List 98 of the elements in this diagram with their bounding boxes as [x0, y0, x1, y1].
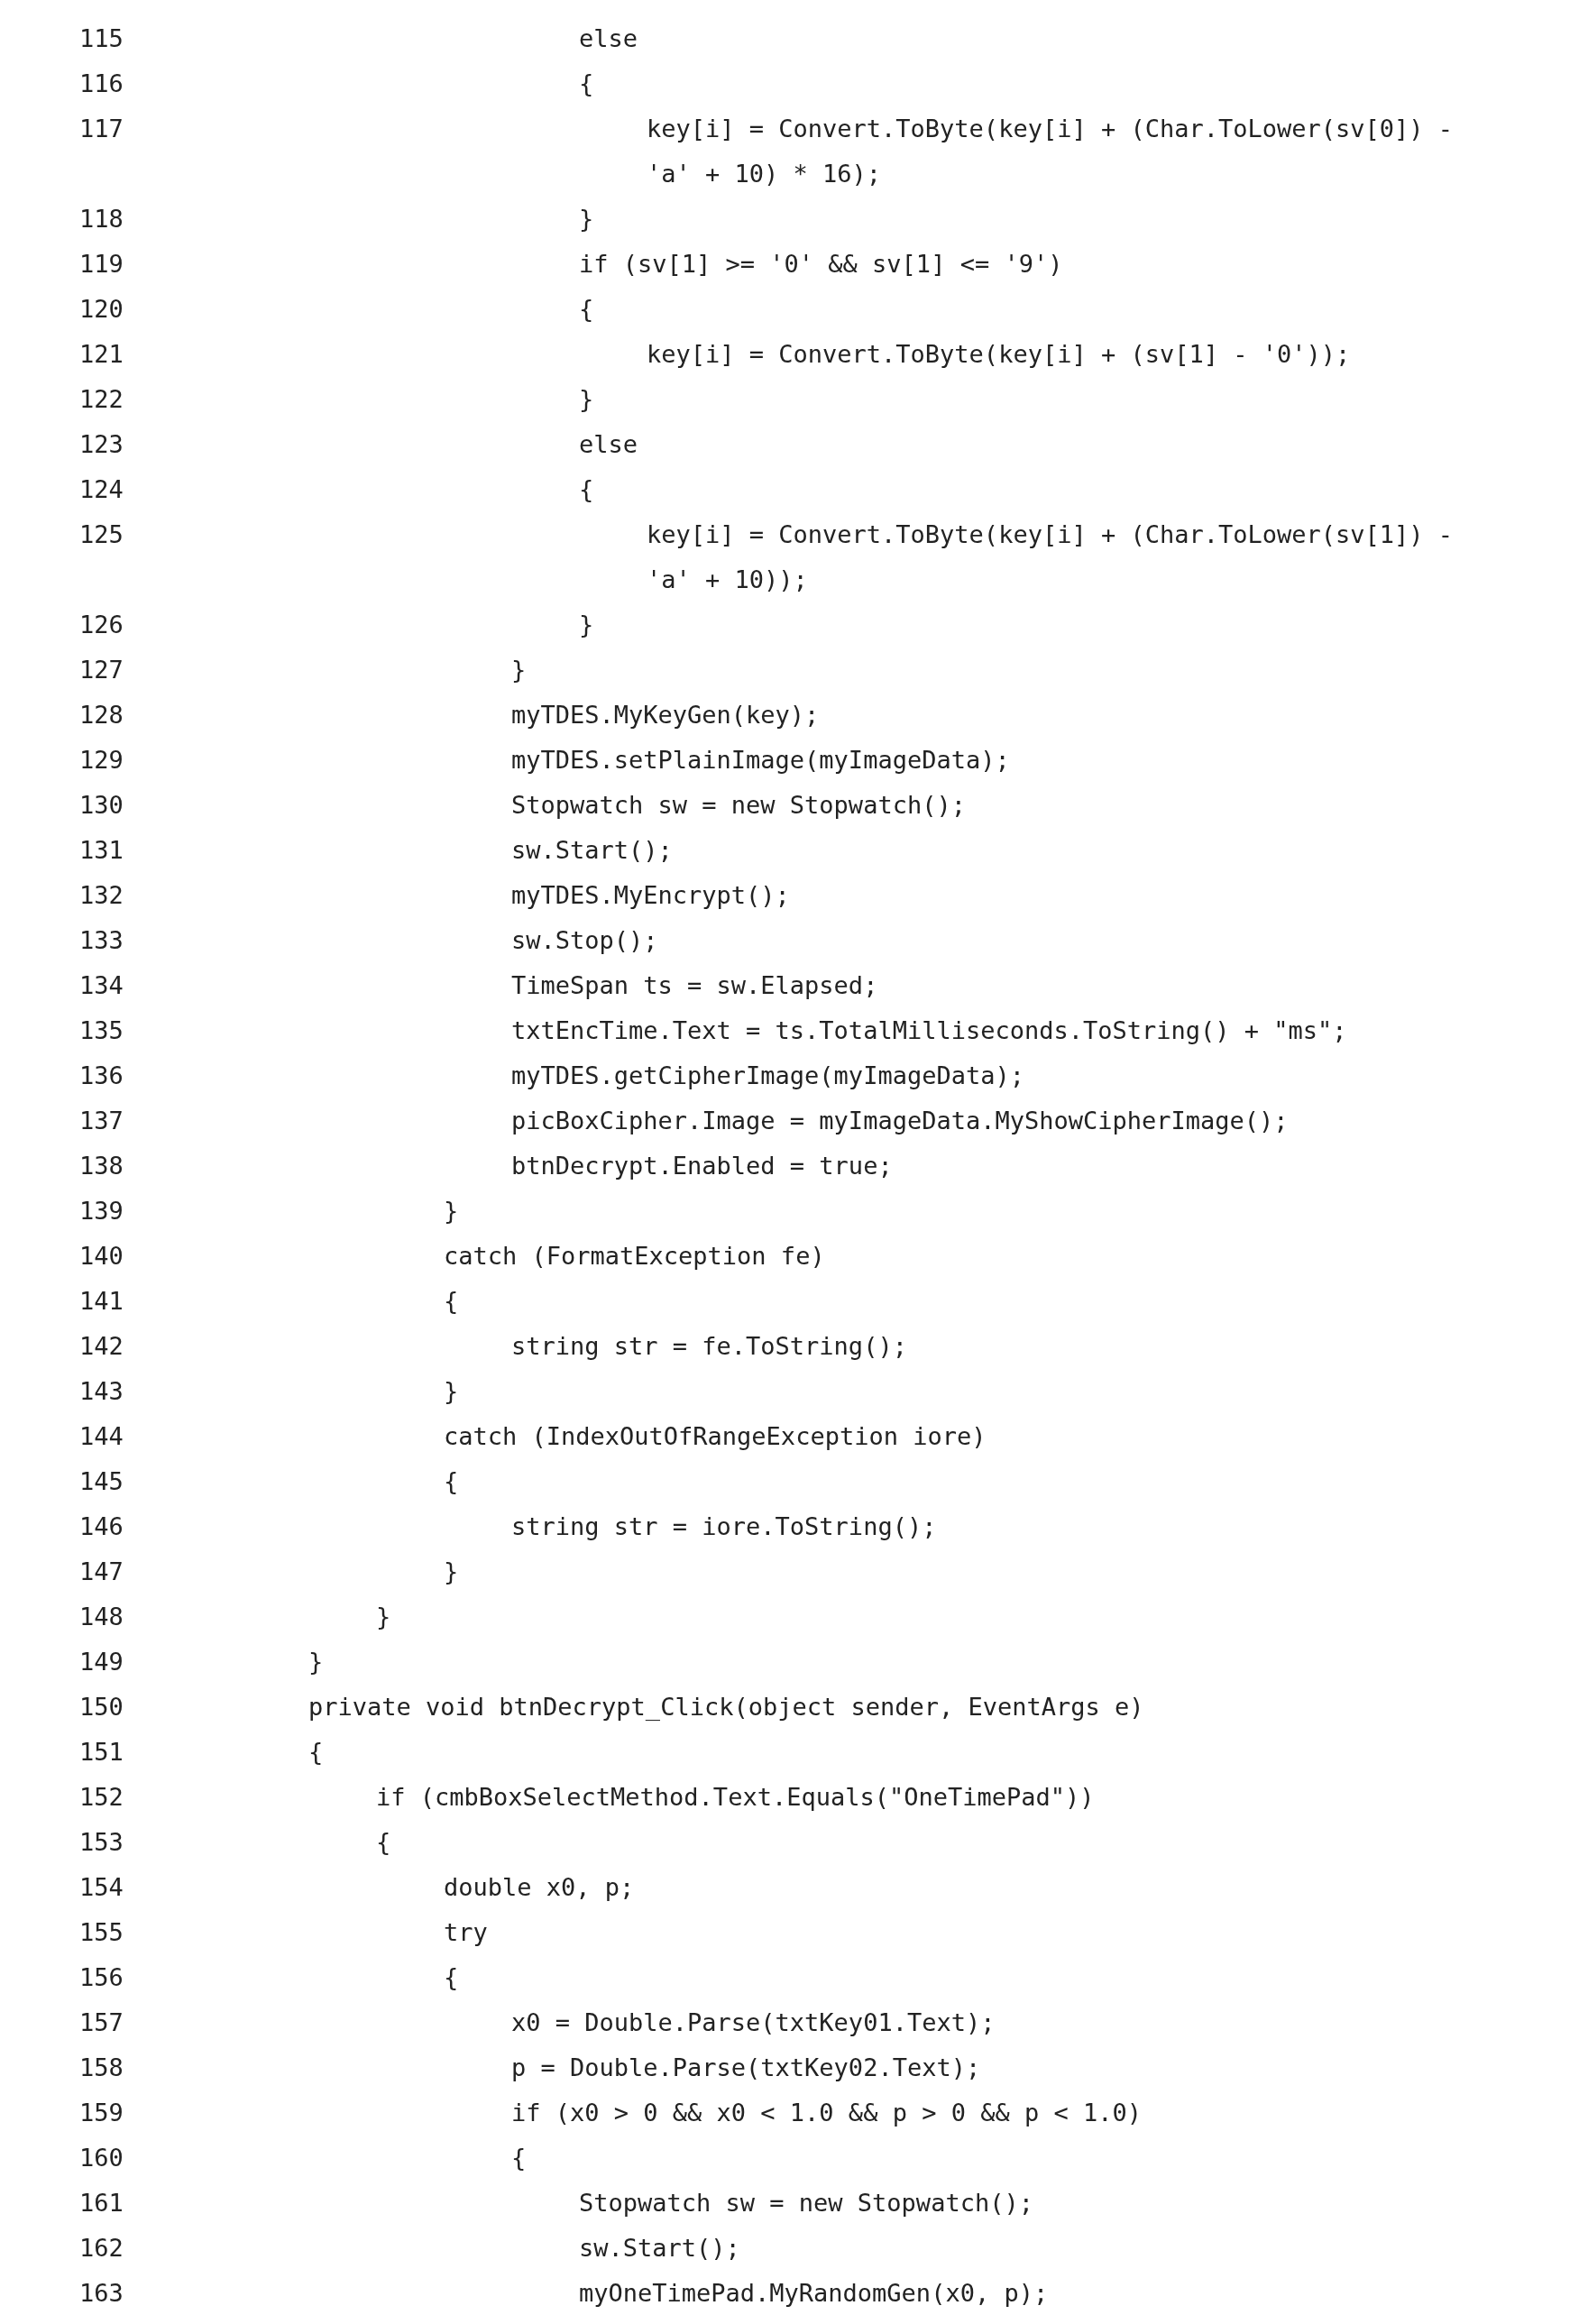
line-number: 129: [79, 745, 124, 776]
line-number: 141: [79, 1286, 124, 1317]
line-number: 139: [79, 1196, 124, 1226]
line-number: 145: [79, 1466, 124, 1497]
line-number: 150: [79, 1692, 124, 1722]
code-line: {: [444, 1286, 459, 1317]
code-line: txtEncTime.Text = ts.TotalMilliseconds.ToString() + "ms";: [511, 1015, 1347, 1046]
line-number: 123: [79, 429, 124, 460]
code-line: {: [444, 1962, 459, 1993]
code-line: sw.Start();: [511, 835, 673, 866]
line-number: 135: [79, 1015, 124, 1046]
code-line: }: [579, 204, 594, 234]
code-line: {: [511, 2143, 527, 2173]
code-line: }: [376, 1602, 391, 1632]
code-line: catch (FormatException fe): [444, 1241, 825, 1272]
code-line: picBoxCipher.Image = myImageData.MyShowCipherImage();: [511, 1106, 1289, 1136]
code-line: {: [444, 1466, 459, 1497]
code-line: if (x0 > 0 && x0 < 1.0 && p > 0 && p < 1.0): [511, 2098, 1142, 2128]
line-number: 161: [79, 2188, 124, 2218]
line-number: 154: [79, 1872, 124, 1903]
code-line: double x0, p;: [444, 1872, 635, 1903]
code-line: p = Double.Parse(txtKey02.Text);: [511, 2053, 981, 2083]
line-number: 134: [79, 970, 124, 1001]
line-number: 125: [79, 519, 124, 550]
line-number: 157: [79, 2007, 124, 2038]
line-number: 120: [79, 294, 124, 325]
line-number: 121: [79, 339, 124, 370]
code-line: btnDecrypt.Enabled = true;: [511, 1151, 893, 1181]
line-number: 116: [79, 69, 124, 99]
code-line: key[i] = Convert.ToByte(key[i] + (Char.ToLower(sv[1]) - 'a' + 10));: [647, 519, 1455, 595]
code-line: Stopwatch sw = new Stopwatch();: [579, 2188, 1033, 2218]
line-number: 160: [79, 2143, 124, 2173]
line-number: 148: [79, 1602, 124, 1632]
line-number: 147: [79, 1557, 124, 1587]
line-number: 137: [79, 1106, 124, 1136]
code-line: key[i] = Convert.ToByte(key[i] + (sv[1] - '0'));: [647, 339, 1351, 370]
line-number: 131: [79, 835, 124, 866]
line-number: 159: [79, 2098, 124, 2128]
line-number: 140: [79, 1241, 124, 1272]
code-line: else: [579, 23, 638, 54]
line-number: 118: [79, 204, 124, 234]
line-number: 162: [79, 2233, 124, 2264]
code-line: key[i] = Convert.ToByte(key[i] + (Char.ToLower(sv[0]) - 'a' + 10) * 16);: [647, 114, 1455, 189]
line-number: 142: [79, 1331, 124, 1362]
code-line: TimeSpan ts = sw.Elapsed;: [511, 970, 878, 1001]
code-line: myTDES.MyEncrypt();: [511, 880, 790, 911]
line-number: 143: [79, 1376, 124, 1407]
code-line: myTDES.setPlainImage(myImageData);: [511, 745, 1010, 776]
line-number: 146: [79, 1511, 124, 1542]
line-number: 152: [79, 1782, 124, 1813]
code-line: myTDES.MyKeyGen(key);: [511, 700, 820, 730]
code-line: Stopwatch sw = new Stopwatch();: [511, 790, 966, 821]
code-line: {: [579, 69, 594, 99]
line-number: 122: [79, 384, 124, 415]
code-line: string str = iore.ToString();: [511, 1511, 937, 1542]
code-line: {: [579, 474, 594, 505]
code-line: x0 = Double.Parse(txtKey01.Text);: [511, 2007, 996, 2038]
code-line: else: [579, 429, 638, 460]
line-number: 155: [79, 1917, 124, 1948]
line-number: 133: [79, 925, 124, 956]
code-line: {: [579, 294, 594, 325]
code-line: {: [376, 1827, 391, 1858]
line-number: 127: [79, 655, 124, 685]
code-line: string str = fe.ToString();: [511, 1331, 907, 1362]
line-number: 151: [79, 1737, 124, 1768]
line-number: 138: [79, 1151, 124, 1181]
code-line: myTDES.getCipherImage(myImageData);: [511, 1061, 1024, 1091]
code-line: sw.Stop();: [511, 925, 658, 956]
code-line: }: [579, 610, 594, 640]
code-line: private void btnDecrypt_Click(object sender, EventArgs e): [308, 1692, 1144, 1722]
code-line: if (sv[1] >= '0' && sv[1] <= '9'): [579, 249, 1063, 280]
line-number: 153: [79, 1827, 124, 1858]
line-number: 117: [79, 114, 124, 144]
line-number: 144: [79, 1421, 124, 1452]
line-number: 156: [79, 1962, 124, 1993]
code-line: try: [444, 1917, 488, 1948]
line-number: 130: [79, 790, 124, 821]
line-number: 163: [79, 2278, 124, 2309]
code-line: }: [579, 384, 594, 415]
line-number: 158: [79, 2053, 124, 2083]
line-number: 136: [79, 1061, 124, 1091]
code-line: }: [444, 1376, 459, 1407]
line-number: 132: [79, 880, 124, 911]
line-number: 115: [79, 23, 124, 54]
line-number: 149: [79, 1647, 124, 1677]
code-line: }: [511, 655, 527, 685]
code-line: }: [444, 1196, 459, 1226]
code-line: myOneTimePad.MyRandomGen(x0, p);: [579, 2278, 1049, 2309]
code-line: sw.Start();: [579, 2233, 740, 2264]
line-number: 119: [79, 249, 124, 280]
line-number: 124: [79, 474, 124, 505]
code-line: catch (IndexOutOfRangeException iore): [444, 1421, 987, 1452]
code-line: if (cmbBoxSelectMethod.Text.Equals("OneTimePad")): [376, 1782, 1095, 1813]
code-line: }: [444, 1557, 459, 1587]
line-number: 128: [79, 700, 124, 730]
code-line: {: [308, 1737, 324, 1768]
line-number: 126: [79, 610, 124, 640]
code-line: }: [308, 1647, 324, 1677]
